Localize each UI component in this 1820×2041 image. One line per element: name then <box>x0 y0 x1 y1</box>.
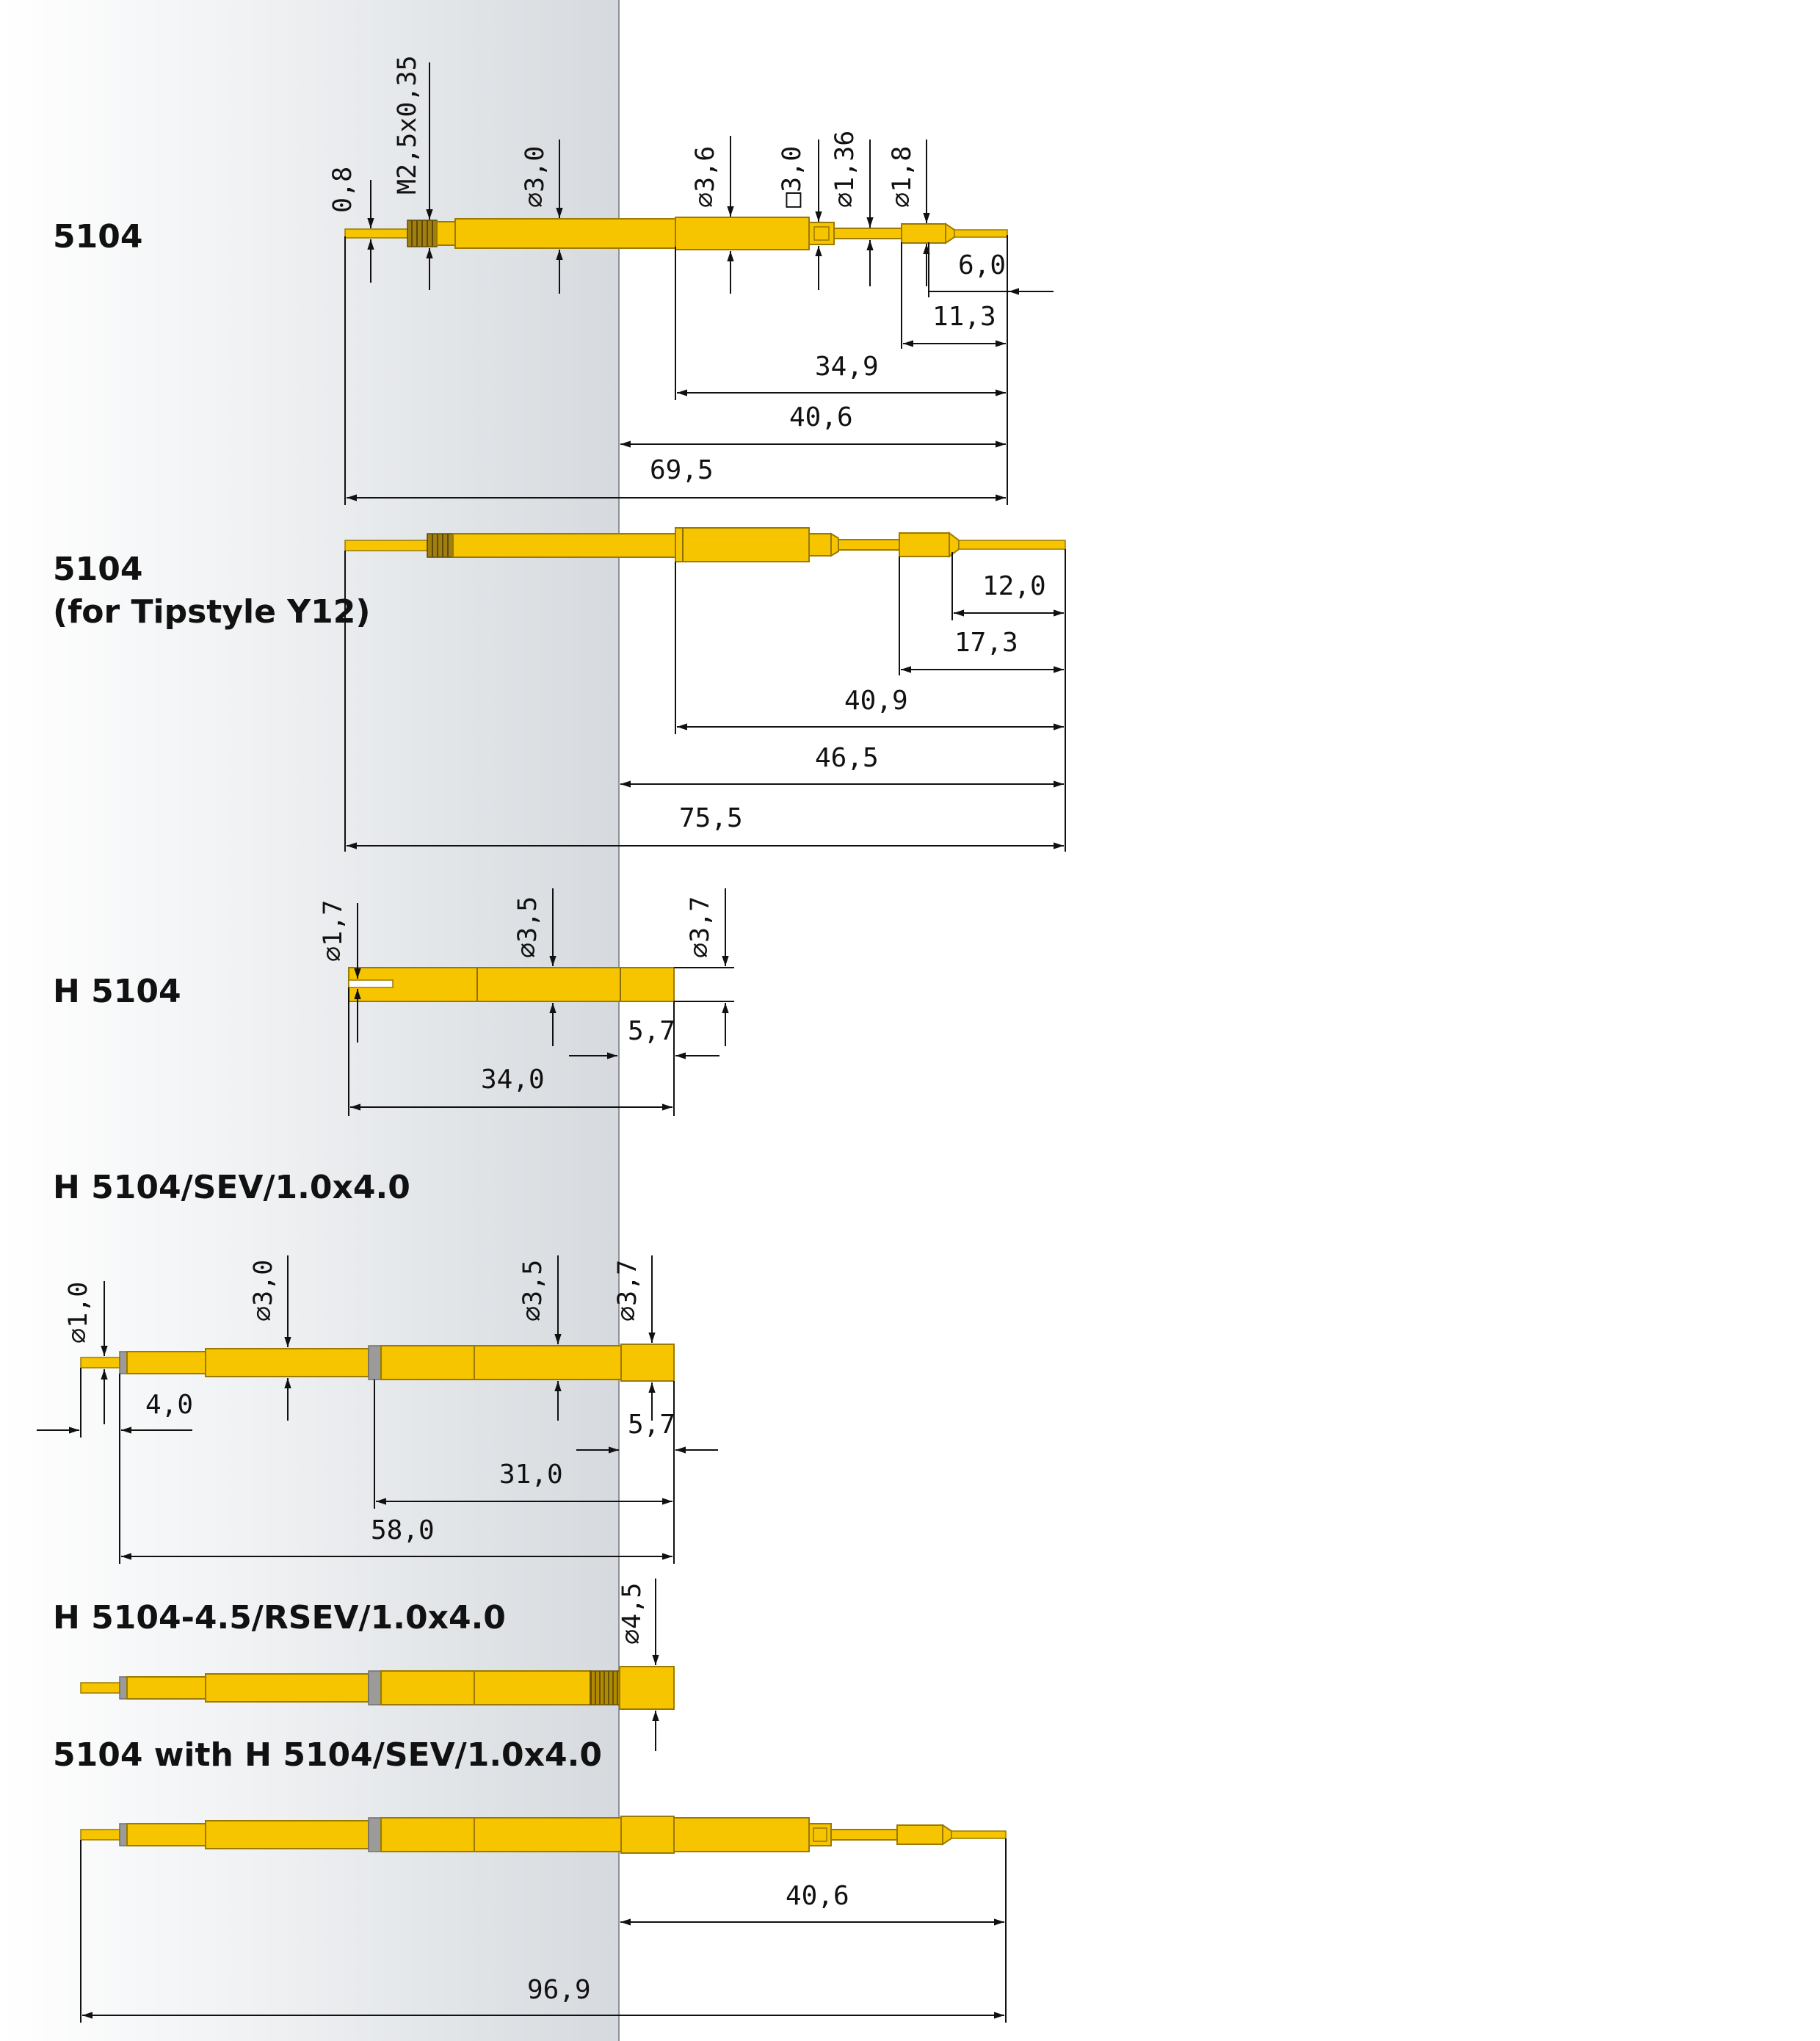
dim-96-9: 96,9 <box>527 1975 591 2005</box>
part-5104-with-h5104-sev: 5104 with H 5104/SEV/1.0x4.0 <box>53 1736 1007 2023</box>
part-5104-tipstyle-y12: 5104 (for Tipstyle Y12) <box>53 527 1066 852</box>
dimension-lines-h5104-sev: ⌀1,0 ⌀3,0 ⌀3,5 ⌀3,7 4,0 5,7 31,0 58, <box>37 1255 718 1564</box>
dim-34-9: 34,9 <box>815 352 879 382</box>
dim-4-0: 4,0 <box>145 1390 193 1420</box>
dim-dia-1-0: ⌀1,0 <box>64 1282 93 1344</box>
receptacle-body-h5104 <box>348 967 675 1002</box>
dim-17-3: 17,3 <box>954 628 1018 658</box>
assembly-body <box>80 1816 1007 1854</box>
dim-dia-1-7: ⌀1,7 <box>319 900 348 962</box>
part-5104: 5104 <box>53 55 1054 505</box>
dim-dia-3-7: ⌀3,7 <box>613 1260 642 1322</box>
probe-body-5104 <box>344 217 1008 250</box>
dim-dia-3-6: ⌀3,6 <box>691 146 720 208</box>
part-title-5104-y12: 5104 <box>53 551 142 588</box>
dim-6-0: 6,0 <box>958 250 1006 280</box>
dim-40-9: 40,9 <box>844 686 908 716</box>
dimension-lines-5104-y12: 12,0 17,3 40,9 46,5 75,5 <box>344 549 1066 852</box>
part-title-5104: 5104 <box>53 218 142 255</box>
dim-34-0: 34,0 <box>481 1065 545 1095</box>
receptacle-body-h5104-sev <box>80 1344 675 1382</box>
dim-58-0: 58,0 <box>371 1515 435 1545</box>
thread-section <box>427 533 454 558</box>
dimension-lines-assembly: 40,6 96,9 <box>80 1838 1007 2023</box>
dim-dia-3-5: ⌀3,5 <box>518 1260 548 1322</box>
part-title-h5104: H 5104 <box>53 973 181 1010</box>
dim-dia-3-5: ⌀3,5 <box>513 896 543 958</box>
part-title-5104-with-h5104-sev: 5104 with H 5104/SEV/1.0x4.0 <box>53 1736 602 1774</box>
part-title-h5104-sev: H 5104/SEV/1.0x4.0 <box>53 1169 410 1206</box>
dim-31-0: 31,0 <box>499 1460 563 1490</box>
reference-plane-line <box>618 0 620 2041</box>
dim-5-7: 5,7 <box>628 1410 675 1440</box>
part-subtitle-tipstyle-y12: (for Tipstyle Y12) <box>53 593 370 631</box>
probe-body-5104-y12 <box>344 527 1066 562</box>
dimension-lines-5104: 6,0 11,3 34,9 40,6 69,5 0,8 M2,5x0,35 ⌀3… <box>328 55 1054 505</box>
dim-dia-4-5: ⌀4,5 <box>617 1583 647 1645</box>
dim-5-7: 5,7 <box>628 1016 675 1046</box>
thread-section <box>407 220 438 247</box>
dim-dia-1-36: ⌀1,36 <box>830 131 860 208</box>
knurled-section <box>590 1670 620 1705</box>
receptacle-slot <box>348 979 394 988</box>
part-title-h5104-rsev: H 5104-4.5/RSEV/1.0x4.0 <box>53 1599 506 1636</box>
dim-69-5: 69,5 <box>650 455 714 485</box>
dim-46-5: 46,5 <box>815 743 879 773</box>
dim-12-0: 12,0 <box>982 571 1046 601</box>
dim-dia-0-8: 0,8 <box>328 167 358 213</box>
dimension-lines-h5104: ⌀1,7 ⌀3,5 ⌀3,7 5,7 34,0 <box>319 888 734 1116</box>
dim-40-6: 40,6 <box>786 1881 849 1911</box>
part-h5104-sev: H 5104/SEV/1.0x4.0 ⌀1,0 <box>37 1169 718 1564</box>
part-h5104-rsev: H 5104-4.5/RSEV/1.0x4.0 ⌀4,5 <box>53 1578 675 1751</box>
dim-75-5: 75,5 <box>679 803 743 833</box>
dim-dia-1-8: ⌀1,8 <box>888 146 917 208</box>
dim-11-3: 11,3 <box>932 302 996 332</box>
dim-square-3-0: □3,0 <box>777 146 807 208</box>
dimension-lines-h5104-rsev: ⌀4,5 <box>617 1578 659 1751</box>
dim-40-6: 40,6 <box>789 402 853 432</box>
dim-dia-3-0: ⌀3,0 <box>249 1260 278 1322</box>
receptacle-body-h5104-rsev <box>80 1666 675 1710</box>
dim-dia-3-7: ⌀3,7 <box>686 896 715 958</box>
part-h5104: H 5104 ⌀1,7 ⌀3,5 ⌀3,7 <box>53 888 734 1116</box>
dim-dia-3-0: ⌀3,0 <box>521 146 550 208</box>
dim-thread-m2-5: M2,5x0,35 <box>393 55 422 195</box>
